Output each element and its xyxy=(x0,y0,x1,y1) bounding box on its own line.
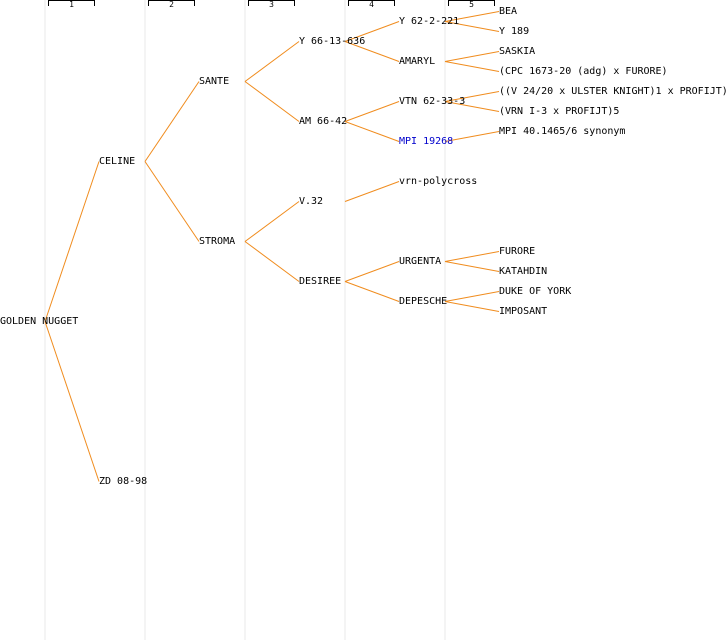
generation-number: 1 xyxy=(69,0,74,9)
generation-header-bar xyxy=(448,0,495,6)
edge-golden-nugget-to-zd-08-98 xyxy=(44,321,100,482)
pedigree-node-y-189: Y 189 xyxy=(499,25,530,37)
pedigree-node-desiree: DESIREE xyxy=(299,275,342,287)
pedigree-node-y-66-13-636: Y 66-13-636 xyxy=(299,35,366,47)
edge-depesche-to-imposant xyxy=(444,301,500,312)
pedigree-node-urgenta: URGENTA xyxy=(399,255,442,267)
pedigree-node-duke-of-york: DUKE OF YORK xyxy=(499,285,572,297)
edge-am-66-42-to-vtn-62-33-3 xyxy=(344,101,400,122)
pedigree-node-bea: BEA xyxy=(499,5,518,17)
pedigree-node-v-24-20: ((V 24/20 x ULSTER KNIGHT)1 x PROFIJT) xyxy=(499,85,728,97)
generation-number: 5 xyxy=(469,0,474,9)
pedigree-node-furore: FURORE xyxy=(499,245,536,257)
edge-vtn-62-33-3-to-vrn-i-3 xyxy=(444,101,500,112)
generation-header-bar xyxy=(348,0,395,6)
edge-am-66-42-to-mpi-19268 xyxy=(344,121,400,142)
pedigree-node-katahdin: KATAHDIN xyxy=(499,265,548,277)
edge-depesche-to-duke-of-york xyxy=(444,291,500,302)
edge-stroma-to-v32 xyxy=(244,201,300,242)
edge-y-66-13-636-to-amaryl xyxy=(344,41,400,62)
pedigree-node-mpi-19268[interactable]: MPI 19268 xyxy=(399,135,454,147)
pedigree-node-cpc-1673-20: (CPC 1673-20 (adg) x FURORE) xyxy=(499,65,668,77)
pedigree-node-stroma: STROMA xyxy=(199,235,236,247)
pedigree-edges xyxy=(44,11,500,482)
generation-header-bar xyxy=(48,0,95,6)
edge-desiree-to-depesche xyxy=(344,281,400,302)
edge-amaryl-to-saskia xyxy=(444,51,500,62)
edge-sante-to-am-66-42 xyxy=(244,81,300,122)
pedigree-node-vtn-62-33-3: VTN 62-33-3 xyxy=(399,95,466,107)
pedigree-node-vrn-polycross: vrn-polycross xyxy=(399,175,478,187)
pedigree-node-sante: SANTE xyxy=(199,75,230,87)
generation-number: 4 xyxy=(369,0,374,9)
column-guides xyxy=(44,0,446,640)
generation-header-bar xyxy=(248,0,295,6)
pedigree-node-y-62-2-221: Y 62-2-221 xyxy=(399,15,460,27)
generation-header-bar xyxy=(148,0,195,6)
pedigree-node-amaryl: AMARYL xyxy=(399,55,436,67)
edge-amaryl-to-cpc-1673-20 xyxy=(444,61,500,72)
generation-number: 2 xyxy=(169,0,174,9)
edge-urgenta-to-furore xyxy=(444,251,500,262)
edge-vtn-62-33-3-to-v-24-20 xyxy=(444,91,500,102)
edge-y-66-13-636-to-y-62-2-221 xyxy=(344,21,400,42)
pedigree-node-v32: V.32 xyxy=(299,195,324,207)
pedigree-node-mpi-40-1465-6: MPI 40.1465/6 synonym xyxy=(499,125,626,137)
pedigree-node-imposant: IMPOSANT xyxy=(499,305,548,317)
edge-sante-to-y-66-13-636 xyxy=(244,41,300,82)
pedigree-node-celine: CELINE xyxy=(99,155,136,167)
edge-urgenta-to-katahdin xyxy=(444,261,500,272)
generation-number: 3 xyxy=(269,0,274,9)
edge-mpi-19268-to-mpi-40-1465-6 xyxy=(444,131,500,142)
pedigree-node-zd-08-98: ZD 08-98 xyxy=(99,475,148,487)
pedigree-node-depesche: DEPESCHE xyxy=(399,295,448,307)
edge-stroma-to-desiree xyxy=(244,241,300,282)
edge-v32-to-vrn-polycross xyxy=(344,181,400,202)
pedigree-node-saskia: SASKIA xyxy=(499,45,536,57)
edge-y-62-2-221-to-y-189 xyxy=(444,21,500,32)
pedigree-node-golden-nugget: GOLDEN NUGGET xyxy=(0,315,79,327)
edge-celine-to-sante xyxy=(144,81,200,162)
pedigree-node-vrn-i-3: (VRN I-3 x PROFIJT)5 xyxy=(499,105,620,117)
pedigree-node-am-66-42: AM 66-42 xyxy=(299,115,348,127)
edge-desiree-to-urgenta xyxy=(344,261,400,282)
edge-golden-nugget-to-celine xyxy=(44,161,100,322)
edge-celine-to-stroma xyxy=(144,161,200,242)
edge-y-62-2-221-to-bea xyxy=(444,11,500,22)
